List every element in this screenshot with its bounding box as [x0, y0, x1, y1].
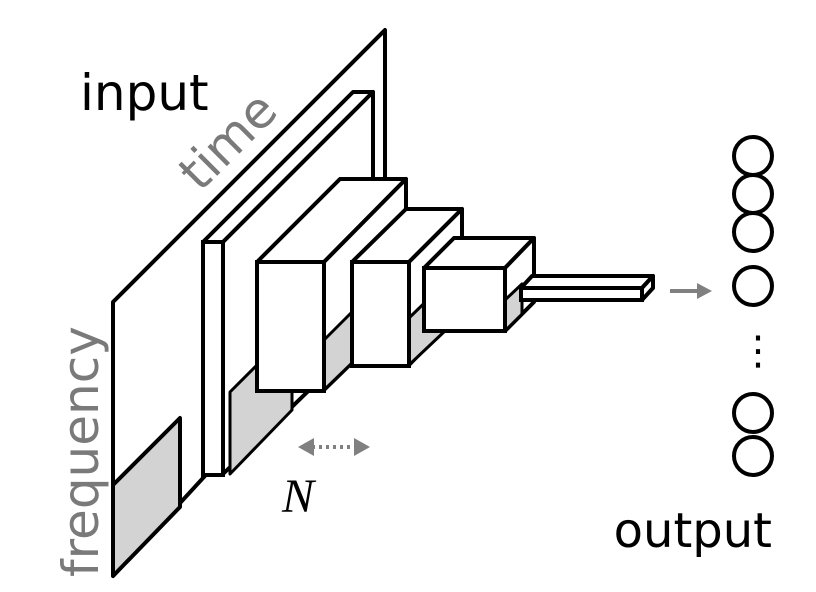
layer3-front [350, 260, 411, 368]
input-label: input [80, 64, 209, 122]
output-node [732, 435, 774, 477]
output-node [732, 265, 774, 307]
n-label: N [281, 470, 317, 523]
stride-arrow-left-head [298, 438, 314, 456]
layer4-front [422, 266, 507, 333]
output-node [732, 173, 774, 215]
output-node [732, 135, 774, 177]
output-ellipsis: ⋮ [738, 328, 778, 374]
layer1-front [201, 240, 225, 477]
output-node [732, 392, 774, 434]
output-node [732, 211, 774, 253]
frequency-label: frequency [52, 326, 110, 577]
layer2-front [255, 260, 326, 393]
dense-bar-front [519, 286, 644, 302]
output-arrow-head [697, 283, 712, 299]
stride-arrow-right-head [354, 438, 370, 456]
output-label: output [614, 503, 772, 559]
input-receptive-field [111, 416, 182, 578]
